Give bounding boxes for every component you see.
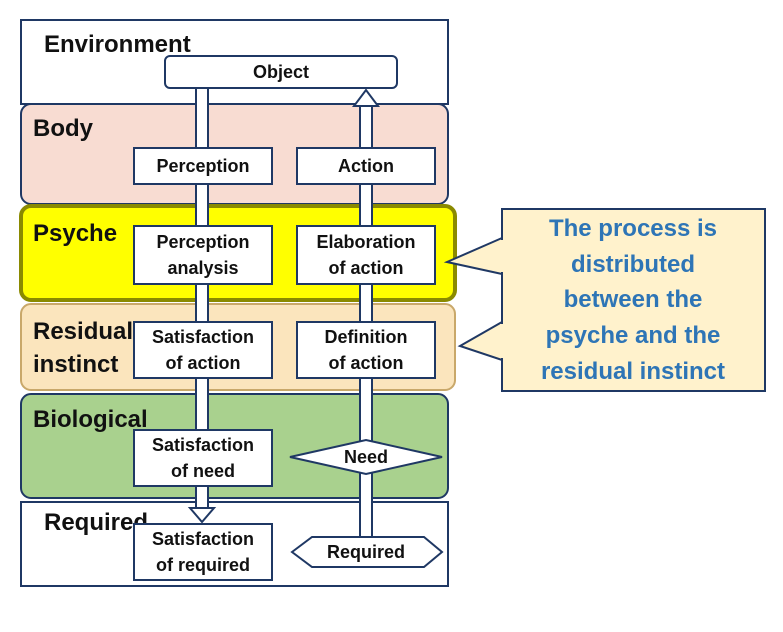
satisfaction-of-need-box: [133, 429, 273, 487]
environment-label: Environment: [44, 31, 191, 58]
perception-text: Perception: [156, 156, 249, 176]
satisfaction-required-text-1: Satisfaction: [152, 529, 254, 549]
callout-line-2: distributed: [571, 251, 695, 278]
object-text: Object: [253, 62, 309, 82]
definition-text-2: of action: [329, 353, 404, 373]
required-hex-text: Required: [327, 542, 405, 562]
perception-box: [133, 147, 273, 185]
definition-of-action-box: [296, 321, 436, 379]
residual-label-line1: Residual: [33, 318, 133, 345]
callout: The process is distributed between the p…: [443, 208, 766, 392]
satisfaction-need-text-2: of need: [171, 461, 235, 481]
callout-line-5: residual instinct: [541, 358, 725, 385]
satisfaction-of-action-box: [133, 321, 273, 379]
need-diamond: [289, 438, 443, 476]
required-hexagon: [290, 536, 444, 568]
psyche-label: Psyche: [33, 220, 117, 247]
callout-line-3: between the: [564, 286, 703, 313]
biological-label: Biological: [33, 406, 148, 433]
satisfaction-action-text-1: Satisfaction: [152, 327, 254, 347]
residual-label-line2: instinct: [33, 351, 118, 378]
elaboration-text-2: of action: [329, 258, 404, 278]
elaboration-of-action-box: [296, 225, 436, 285]
perception-analysis-box: [133, 225, 273, 285]
satisfaction-required-text-2: of required: [156, 555, 250, 575]
need-text: Need: [344, 447, 388, 467]
action-text: Action: [338, 156, 394, 176]
callout-line-1: The process is: [549, 215, 717, 242]
action-box: [296, 147, 436, 185]
required-label: Required: [44, 509, 148, 536]
perception-analysis-text-1: Perception: [156, 232, 249, 252]
satisfaction-need-text-1: Satisfaction: [152, 435, 254, 455]
body-label: Body: [33, 115, 94, 142]
satisfaction-of-required-box: [133, 523, 273, 581]
object-box: [164, 55, 398, 89]
perception-analysis-text-2: analysis: [167, 258, 238, 278]
callout-line-4: psyche and the: [546, 322, 721, 349]
definition-text-1: Definition: [325, 327, 408, 347]
elaboration-text-1: Elaboration: [316, 232, 415, 252]
satisfaction-action-text-2: of action: [166, 353, 241, 373]
